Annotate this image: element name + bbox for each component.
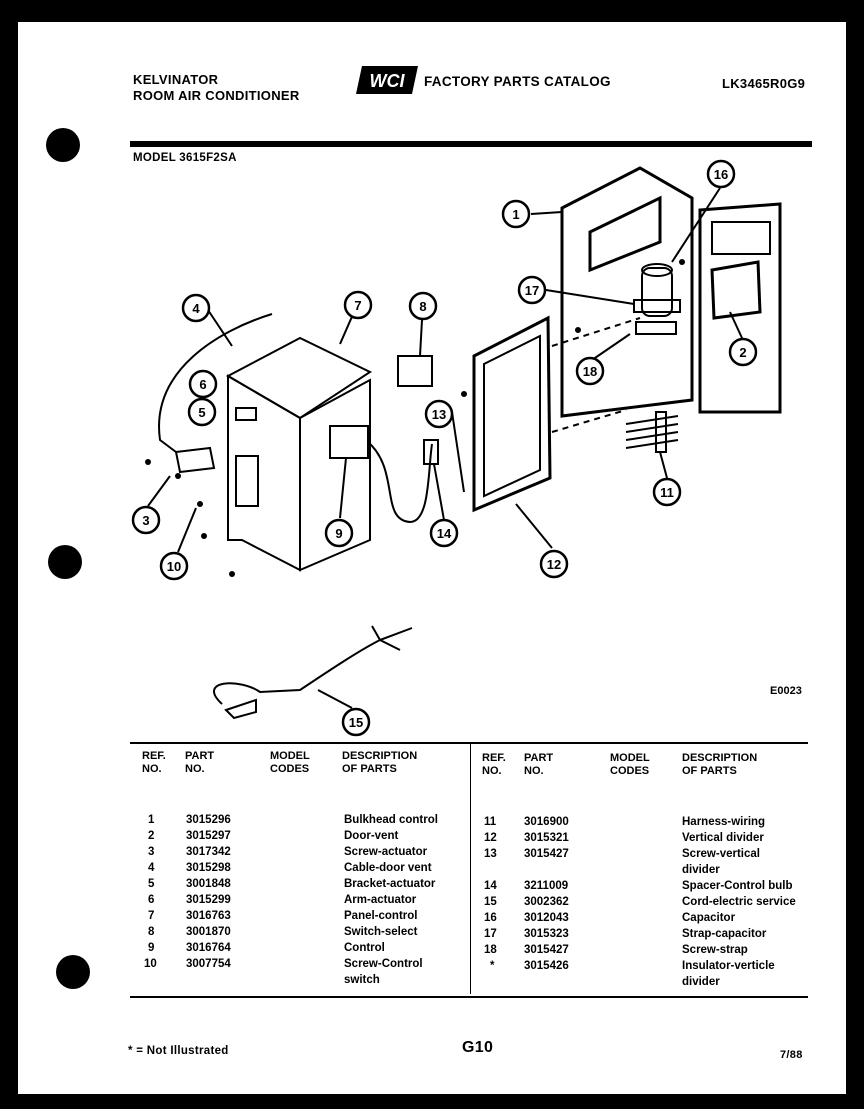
table-top-rule <box>130 742 808 744</box>
binder-hole-top <box>46 128 80 162</box>
svg-text:10: 10 <box>167 559 181 574</box>
callout-16 <box>706 159 736 189</box>
svg-text:3: 3 <box>142 513 149 528</box>
callout-11 <box>652 477 682 507</box>
svg-text:4: 4 <box>192 301 200 316</box>
model-label: MODEL 3615F2SA <box>133 152 237 164</box>
callout-9 <box>324 518 354 548</box>
wci-logo: WCI <box>356 66 418 94</box>
svg-text:9: 9 <box>335 526 342 541</box>
callout-17 <box>517 275 547 305</box>
callout-13 <box>424 399 454 429</box>
svg-text:2: 2 <box>739 345 746 360</box>
catalog-page <box>18 22 846 1094</box>
revision-date: 7/88 <box>780 1049 803 1061</box>
svg-text:WCI: WCI <box>370 71 406 91</box>
catalog-title: FACTORY PARTS CATALOG <box>424 74 611 89</box>
binder-hole-middle <box>48 545 82 579</box>
col-model-codes: MODEL CODES <box>270 750 310 775</box>
svg-text:7: 7 <box>354 298 361 313</box>
brand-line1: KELVINATOR <box>133 72 219 87</box>
callout-14 <box>429 518 459 548</box>
callout-1 <box>501 199 531 229</box>
col-part-no: PART NO. <box>185 750 215 775</box>
callout-5 <box>187 397 217 427</box>
svg-text:16: 16 <box>714 167 728 182</box>
col-ref-no-right: REF. NO. <box>482 752 506 777</box>
col-model-codes-right: MODEL CODES <box>610 752 650 777</box>
callout-18 <box>575 356 605 386</box>
callout-15 <box>341 707 371 737</box>
callout-10 <box>159 551 189 581</box>
callout-2 <box>728 337 758 367</box>
table-divider <box>470 744 471 994</box>
page-number: G10 <box>462 1039 494 1056</box>
svg-text:8: 8 <box>419 299 426 314</box>
svg-text:11: 11 <box>660 485 674 500</box>
callout-4 <box>181 293 211 323</box>
svg-text:12: 12 <box>547 557 561 572</box>
svg-text:18: 18 <box>583 364 597 379</box>
svg-text:14: 14 <box>437 526 452 541</box>
svg-text:1: 1 <box>512 207 519 222</box>
svg-text:13: 13 <box>432 407 446 422</box>
svg-text:5: 5 <box>198 405 205 420</box>
exploded-parts-diagram: 1 2 3 4 5 6 7 8 9 10 11 12 13 14 15 16 1… <box>131 159 802 737</box>
col-description: DESCRIPTION OF PARTS <box>342 750 418 775</box>
callout-12 <box>539 549 569 579</box>
col-part-no-right: PART NO. <box>524 752 554 777</box>
table-bottom-rule <box>130 996 808 998</box>
footnote: * = Not Illustrated <box>128 1045 229 1057</box>
brand-line2: ROOM AIR CONDITIONER <box>133 88 300 103</box>
catalog-number: LK3465R0G9 <box>722 76 806 91</box>
header-rule <box>130 141 812 147</box>
col-description-right: DESCRIPTION OF PARTS <box>682 752 758 777</box>
callout-3 <box>131 505 161 535</box>
callout-6 <box>188 369 218 399</box>
callout-8 <box>408 291 438 321</box>
svg-text:6: 6 <box>199 377 206 392</box>
figure-code: E0023 <box>770 685 802 697</box>
svg-text:15: 15 <box>349 715 363 730</box>
col-ref-no: REF. NO. <box>142 750 166 775</box>
callout-7 <box>343 290 373 320</box>
binder-hole-bottom <box>56 955 90 989</box>
svg-text:17: 17 <box>525 283 539 298</box>
